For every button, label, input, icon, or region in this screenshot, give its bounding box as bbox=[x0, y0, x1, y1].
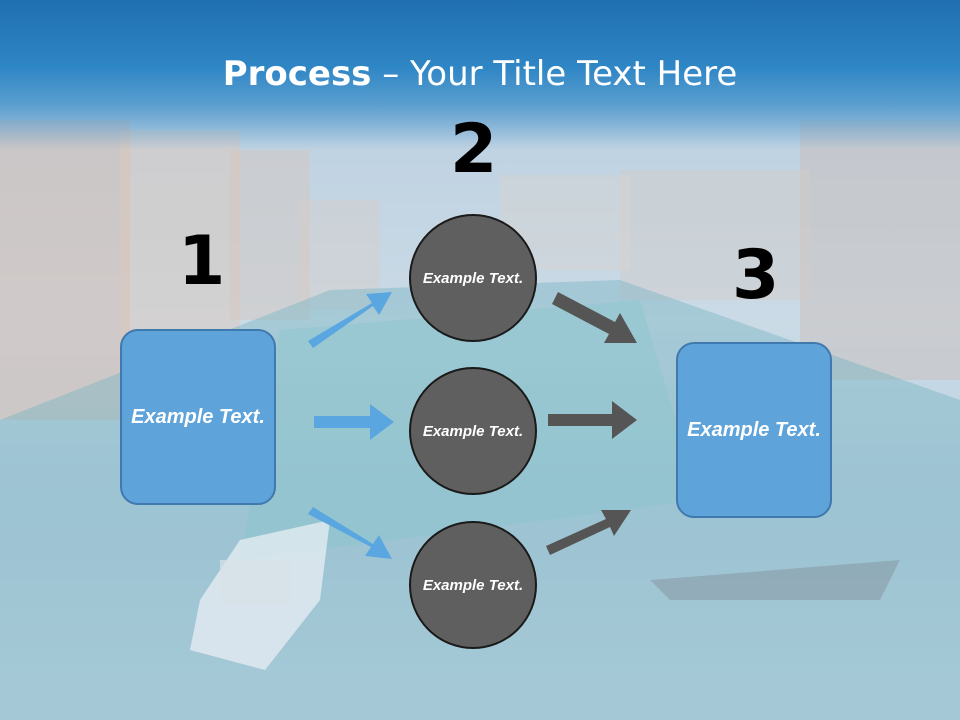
right-box: Example Text. bbox=[676, 342, 832, 518]
blue-arrow-right bbox=[314, 404, 394, 440]
slide-title: Process – Your Title Text Here bbox=[0, 52, 960, 96]
step-number-2: 2 bbox=[450, 110, 498, 189]
circle-bottom: Example Text. bbox=[409, 521, 537, 649]
blue-arrow-down bbox=[308, 507, 392, 559]
gray-arrow-up bbox=[546, 510, 631, 555]
left-box: Example Text. bbox=[120, 329, 276, 505]
left-box-text: Example Text. bbox=[131, 405, 265, 428]
blue-arrow-up bbox=[308, 292, 392, 348]
header-band bbox=[0, 0, 960, 150]
title-bold: Process bbox=[222, 54, 372, 94]
step-number-1: 1 bbox=[178, 222, 226, 301]
circle-top-text: Example Text. bbox=[422, 269, 524, 287]
circle-top: Example Text. bbox=[409, 214, 537, 342]
circle-middle-text: Example Text. bbox=[422, 422, 524, 440]
gray-arrow-right bbox=[548, 401, 637, 439]
circle-middle: Example Text. bbox=[409, 367, 537, 495]
right-box-text: Example Text. bbox=[687, 418, 821, 441]
step-number-3: 3 bbox=[732, 236, 780, 315]
title-rest: – Your Title Text Here bbox=[371, 54, 738, 94]
circle-bottom-text: Example Text. bbox=[422, 576, 524, 594]
gray-arrow-down bbox=[552, 292, 637, 343]
